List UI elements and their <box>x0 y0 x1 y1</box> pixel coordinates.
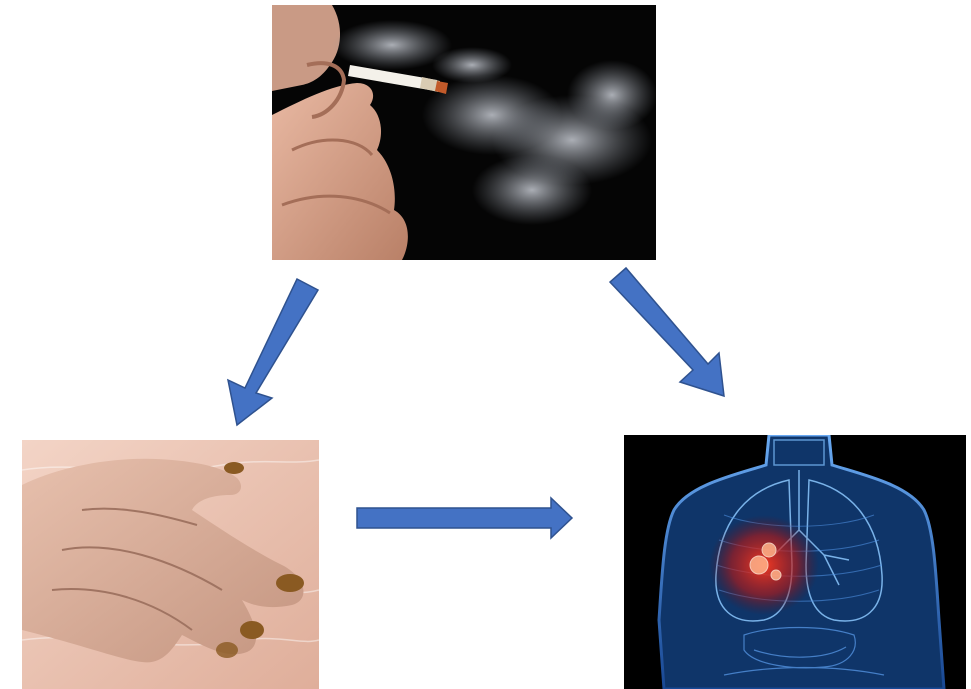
smoking-photo <box>272 5 656 260</box>
arrow-fingers-to-lungs <box>357 498 572 538</box>
arrow-smoking-to-lungs <box>610 268 724 396</box>
arrow-smoking-to-fingers <box>228 279 318 425</box>
stained-fingers-photo <box>22 440 319 689</box>
lung-cancer-xray-illustration <box>624 435 966 689</box>
